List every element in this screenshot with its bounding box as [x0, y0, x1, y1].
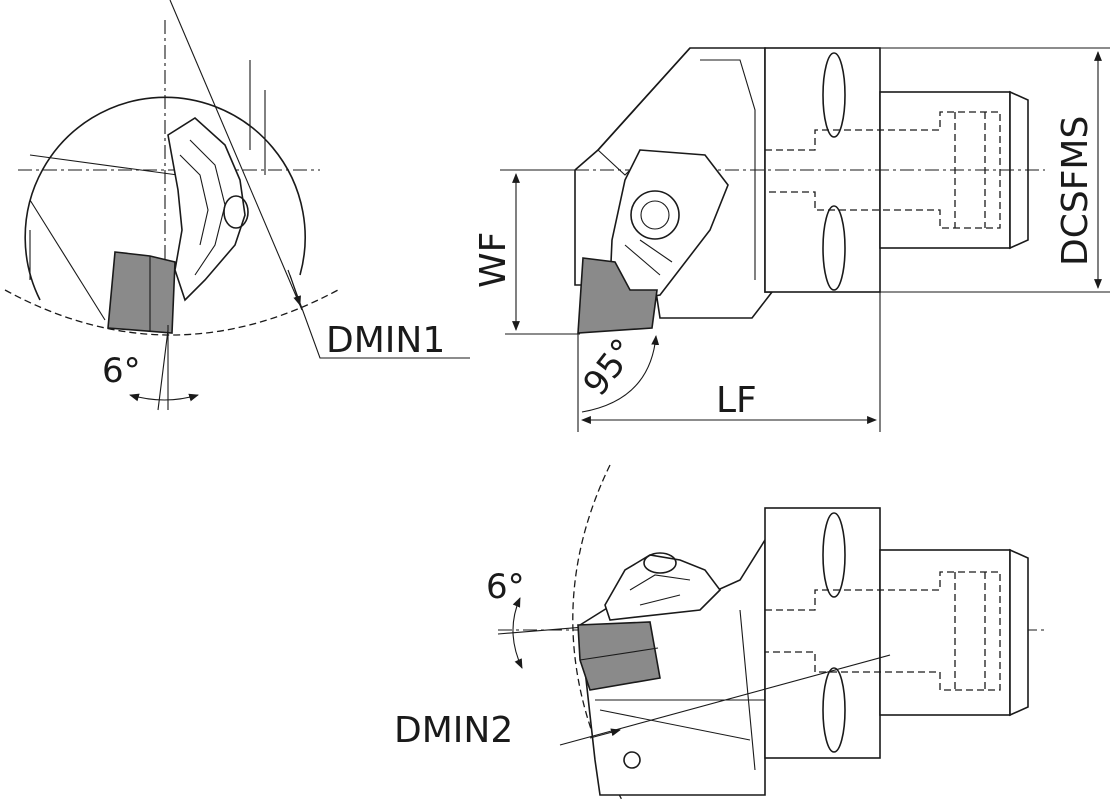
- angle-arc-top: [129, 393, 199, 402]
- head-inner: [700, 59, 756, 280]
- insert-screw: [630, 190, 680, 240]
- bottom-coolant-channel: [765, 571, 1001, 691]
- wf-label: WF: [473, 232, 514, 288]
- bottom-keyway-top: [822, 512, 846, 598]
- holder-contour-2: [179, 154, 209, 246]
- detail-circle: [24, 96, 306, 301]
- insert-main: [577, 257, 658, 334]
- reference-line: [29, 154, 201, 179]
- main-view: WF DCSFMS LF 95°: [473, 47, 1110, 432]
- torx-head-icon: [640, 200, 670, 230]
- head-edge: [597, 47, 691, 151]
- bottom-head-edge-3: [739, 609, 756, 771]
- angle-label-lead: 95°: [576, 331, 645, 403]
- clamp-lines: [624, 239, 673, 276]
- lf-label: LF: [716, 380, 757, 421]
- angle-label-top: 6°: [102, 351, 141, 391]
- insert-dmin1: [107, 251, 176, 334]
- body-edge-4: [29, 199, 106, 321]
- clamp-screw: [223, 195, 249, 229]
- angle-label-bottom: 6°: [486, 567, 525, 607]
- bottom-clamp: [604, 554, 722, 621]
- bottom-shank-end: [1009, 548, 1029, 717]
- angle-ref-inclined: [157, 329, 169, 411]
- dmin2-label: DMIN2: [394, 710, 513, 751]
- detail-view-dmin1: 6° DMIN1: [4, 0, 470, 411]
- keyway-bottom: [822, 205, 846, 291]
- keyway-top: [822, 52, 846, 138]
- dcsfms-label: DCSFMS: [1055, 116, 1096, 266]
- insert-dmin2: [577, 621, 661, 691]
- bottom-hole: [623, 751, 641, 769]
- bore-arc: [4, 289, 339, 336]
- insert-edge-2: [579, 647, 659, 661]
- bottom-keyway-bottom: [822, 667, 846, 753]
- dmin1-arrow: [289, 274, 301, 306]
- bottom-screw: [643, 552, 677, 574]
- dmin2-arrow: [589, 728, 621, 739]
- dmin1-label: DMIN1: [326, 320, 445, 361]
- detail-view-dmin2: DMIN2 6°: [394, 464, 1045, 800]
- bottom-head-edge-2: [599, 709, 751, 741]
- bottom-clamp-lines: [629, 574, 691, 606]
- holder-body: [167, 117, 246, 302]
- angle-arc-lead: [581, 335, 660, 413]
- diagonal-line: [169, 0, 303, 311]
- angle-arc-bottom: [512, 597, 523, 669]
